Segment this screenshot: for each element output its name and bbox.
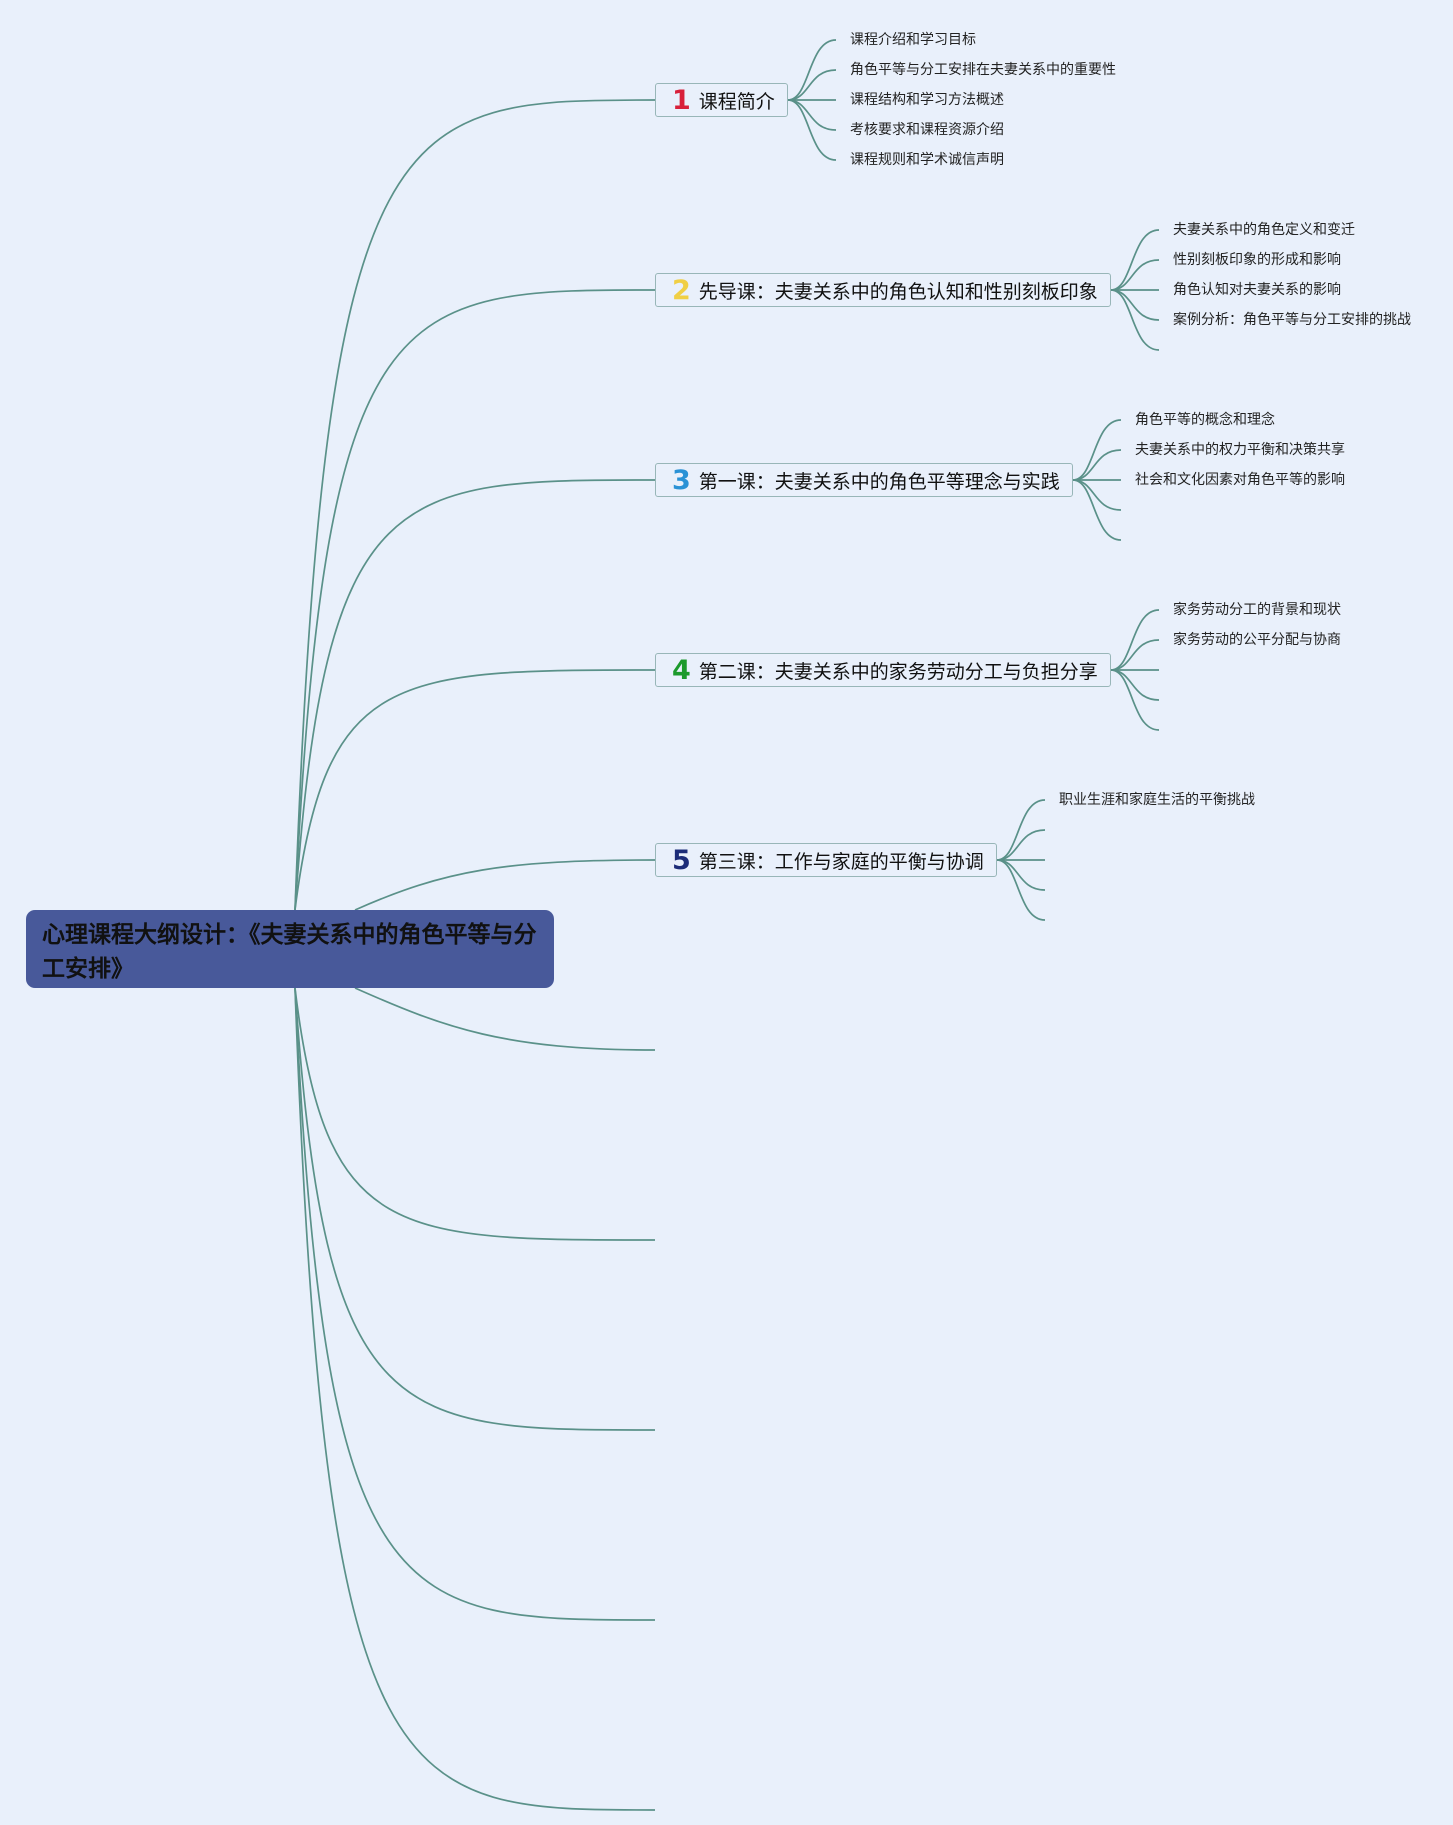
root-topic[interactable]: 心理课程大纲设计：《夫妻关系中的角色平等与分工安排》	[26, 910, 554, 988]
branch-topic-5[interactable]: 5 第三课：工作与家庭的平衡与协调	[655, 843, 997, 877]
connector-line	[1072, 479, 1122, 511]
connector-line	[294, 479, 656, 911]
connector-line	[294, 987, 656, 1621]
connector-line	[996, 799, 1046, 861]
connector-line	[294, 987, 656, 1811]
leaf-topic[interactable]: 考核要求和课程资源介绍	[850, 122, 1004, 138]
connector-line	[1110, 669, 1160, 731]
branch-number: 3	[672, 464, 691, 496]
connector-line	[1110, 229, 1160, 291]
leaf-topic[interactable]: 课程介绍和学习目标	[850, 32, 976, 48]
connector-line	[1110, 639, 1160, 671]
leaf-topic[interactable]: 夫妻关系中的权力平衡和决策共享	[1135, 442, 1345, 458]
connector-line	[787, 69, 837, 101]
root-topic-label: 心理课程大纲设计：《夫妻关系中的角色平等与分工安排》	[42, 922, 537, 982]
leaf-topic[interactable]: 社会和文化因素对角色平等的影响	[1135, 472, 1345, 488]
leaf-topic[interactable]: 家务劳动分工的背景和现状	[1173, 602, 1341, 618]
connector-line	[1072, 419, 1122, 481]
connector-line	[787, 99, 837, 131]
connector-line	[787, 99, 837, 161]
leaf-topic[interactable]: 夫妻关系中的角色定义和变迁	[1173, 222, 1355, 238]
branch-topic-4[interactable]: 4 第二课：夫妻关系中的家务劳动分工与负担分享	[655, 653, 1111, 687]
connector-line	[1110, 669, 1160, 701]
branch-topic-3[interactable]: 3 第一课：夫妻关系中的角色平等理念与实践	[655, 463, 1073, 497]
branch-label: 第三课：工作与家庭的平衡与协调	[698, 850, 984, 873]
connector-line	[1110, 259, 1160, 291]
leaf-topic[interactable]: 角色平等的概念和理念	[1135, 412, 1275, 428]
leaf-topic[interactable]: 案例分析：角色平等与分工安排的挑战	[1173, 312, 1411, 328]
leaf-topic[interactable]: 性别刻板印象的形成和影响	[1173, 252, 1341, 268]
branch-number: 1	[672, 84, 691, 116]
connector-line	[294, 289, 656, 911]
branch-number: 5	[672, 844, 691, 876]
connector-line	[294, 669, 656, 911]
connector-line	[996, 829, 1046, 861]
connector-line	[787, 39, 837, 101]
connector-line	[996, 859, 1046, 921]
branch-number: 2	[672, 274, 691, 306]
branch-label: 先导课：夫妻关系中的角色认知和性别刻板印象	[698, 280, 1098, 303]
connector-line	[294, 987, 656, 1241]
leaf-topic[interactable]: 角色认知对夫妻关系的影响	[1173, 282, 1341, 298]
leaf-topic[interactable]: 课程规则和学术诚信声明	[850, 152, 1004, 168]
leaf-topic[interactable]: 角色平等与分工安排在夫妻关系中的重要性	[850, 62, 1116, 78]
leaf-topic[interactable]: 职业生涯和家庭生活的平衡挑战	[1059, 792, 1255, 808]
connector-line	[354, 859, 656, 911]
branch-label: 第二课：夫妻关系中的家务劳动分工与负担分享	[698, 660, 1098, 683]
connector-line	[1072, 449, 1122, 481]
connector-line	[294, 987, 656, 1431]
connector-line	[996, 859, 1046, 891]
branch-topic-2[interactable]: 2 先导课：夫妻关系中的角色认知和性别刻板印象	[655, 273, 1111, 307]
connector-line	[294, 99, 656, 911]
connector-line	[354, 987, 656, 1051]
branch-label: 第一课：夫妻关系中的角色平等理念与实践	[698, 470, 1060, 493]
connector-line	[1110, 609, 1160, 671]
leaf-topic[interactable]: 课程结构和学习方法概述	[850, 92, 1004, 108]
branch-number: 4	[672, 654, 691, 686]
leaf-topic[interactable]: 家务劳动的公平分配与协商	[1173, 632, 1341, 648]
branch-label: 课程简介	[698, 90, 775, 113]
connector-line	[1072, 479, 1122, 541]
connector-line	[1110, 289, 1160, 351]
connector-line	[1110, 289, 1160, 321]
branch-topic-1[interactable]: 1 课程简介	[655, 83, 788, 117]
